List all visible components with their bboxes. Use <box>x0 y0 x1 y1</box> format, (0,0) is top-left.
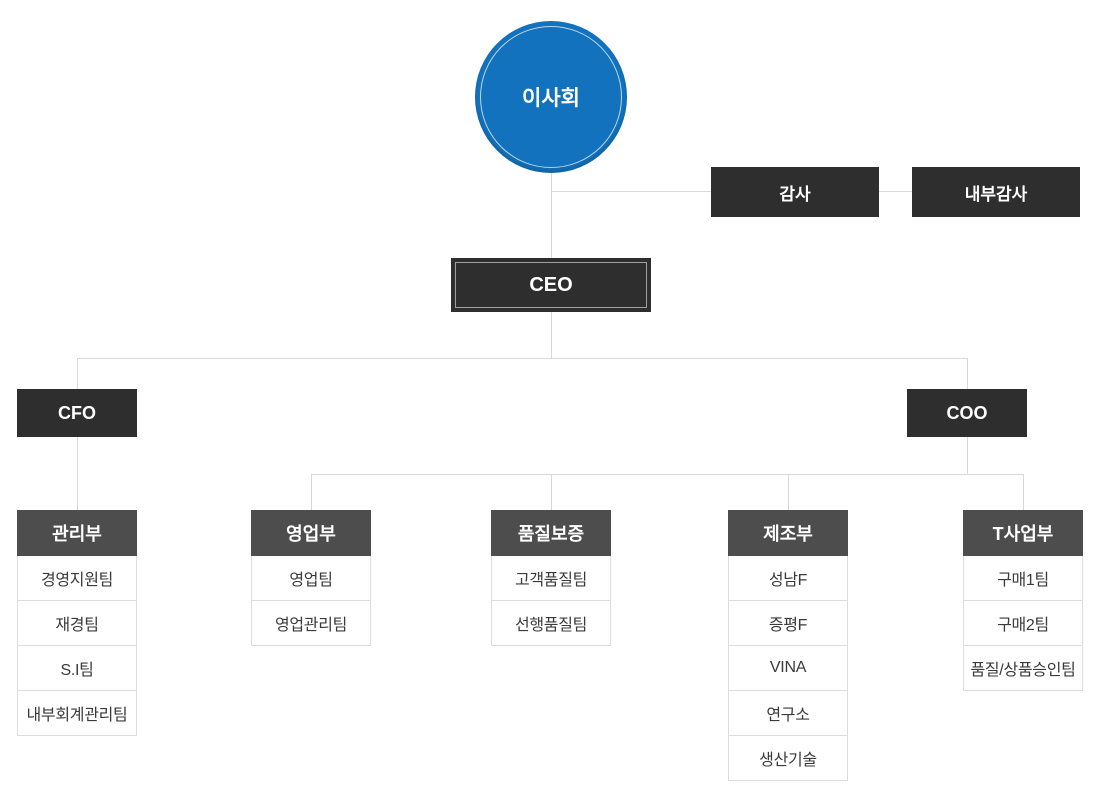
dept-column-quality: 품질보증 고객품질팀 선행품질팀 <box>491 510 611 646</box>
connector-board-to-ceo <box>551 165 552 258</box>
audit-label: 감사 <box>779 184 811 204</box>
audit-node: 감사 <box>711 167 879 217</box>
dept-item: 생산기술 <box>728 736 848 781</box>
dept-item: 내부회계관리팀 <box>17 691 137 736</box>
connector-drop-cfo <box>77 358 78 389</box>
dept-item: 증평F <box>728 601 848 646</box>
internal-audit-label: 내부감사 <box>964 184 1028 204</box>
dept-header: 품질보증 <box>491 510 611 556</box>
dept-item: 영업팀 <box>251 556 371 601</box>
dept-item: 구매2팀 <box>963 601 1083 646</box>
dept-column-t-business: T사업부 구매1팀 구매2팀 품질/상품승인팀 <box>963 510 1083 691</box>
dept-item: 선행품질팀 <box>491 601 611 646</box>
coo-node: COO <box>907 389 1027 437</box>
dept-header: 관리부 <box>17 510 137 556</box>
dept-item: 재경팀 <box>17 601 137 646</box>
cfo-node: CFO <box>17 389 137 437</box>
connector-coo-bus <box>311 474 1023 475</box>
connector-ceo-split-bus <box>77 358 967 359</box>
connector-drop-coo <box>967 358 968 389</box>
dept-item: 연구소 <box>728 691 848 736</box>
dept-column-sales: 영업부 영업팀 영업관리팀 <box>251 510 371 646</box>
dept-item: 성남F <box>728 556 848 601</box>
ceo-node: CEO <box>451 258 651 312</box>
ceo-label: CEO <box>529 273 573 296</box>
connector-coo-down <box>967 437 968 474</box>
dept-item: S.I팀 <box>17 646 137 691</box>
connector-drop-mfg <box>788 474 789 510</box>
dept-item: 품질/상품승인팀 <box>963 646 1083 691</box>
connector-drop-sales <box>311 474 312 510</box>
connector-ceo-down <box>551 312 552 358</box>
dept-item: VINA <box>728 646 848 691</box>
dept-header: 제조부 <box>728 510 848 556</box>
connector-drop-tbiz <box>1023 474 1024 510</box>
board-label: 이사회 <box>522 87 580 110</box>
connector-cfo-to-dept <box>77 437 78 510</box>
cfo-label: CFO <box>58 402 96 423</box>
board-node: 이사회 <box>475 21 627 173</box>
dept-item: 경영지원팀 <box>17 556 137 601</box>
dept-column-management: 관리부 경영지원팀 재경팀 S.I팀 내부회계관리팀 <box>17 510 137 736</box>
connector-drop-quality <box>551 474 552 510</box>
dept-item: 영업관리팀 <box>251 601 371 646</box>
internal-audit-node: 내부감사 <box>912 167 1080 217</box>
dept-item: 구매1팀 <box>963 556 1083 601</box>
coo-label: COO <box>946 402 988 423</box>
dept-header: 영업부 <box>251 510 371 556</box>
dept-header: T사업부 <box>963 510 1083 556</box>
dept-column-manufacturing: 제조부 성남F 증평F VINA 연구소 생산기술 <box>728 510 848 781</box>
dept-item: 고객품질팀 <box>491 556 611 601</box>
